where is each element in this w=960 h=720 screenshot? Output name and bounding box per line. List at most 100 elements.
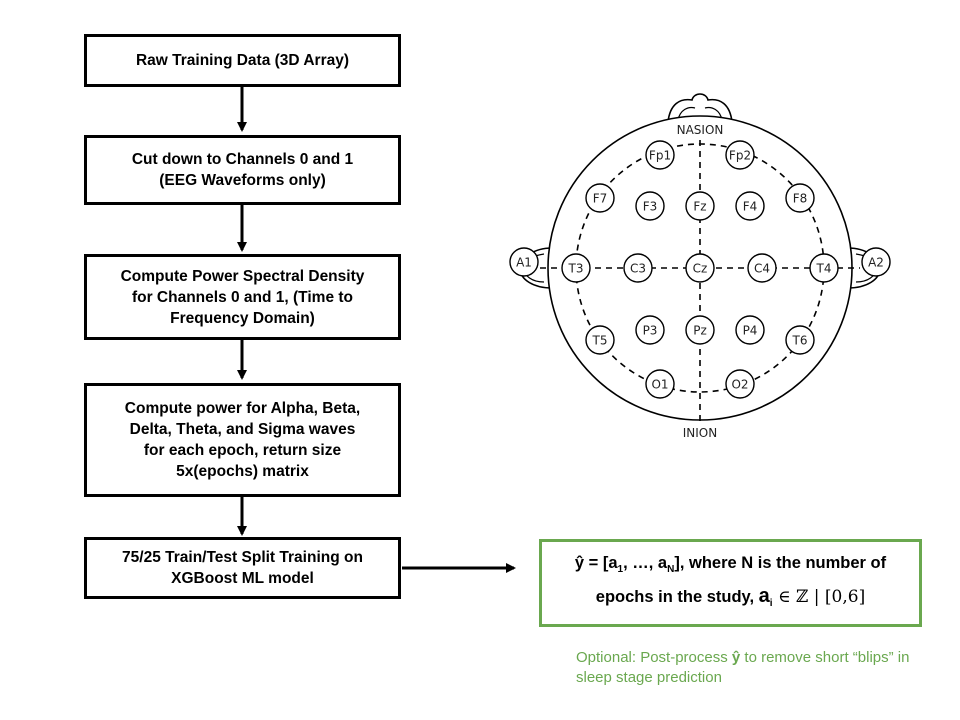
electrode-label: Fp2 xyxy=(729,149,751,163)
electrode-p3: P3 xyxy=(635,315,665,345)
electrode-label: T5 xyxy=(592,334,608,348)
electrode-circle xyxy=(645,140,675,170)
subscript-n: N xyxy=(667,563,675,575)
electrode-t3: T3 xyxy=(561,253,591,283)
electrode-circle xyxy=(635,315,665,345)
electrode-fp1: Fp1 xyxy=(645,140,675,170)
electrode-circle xyxy=(685,191,715,221)
step-2-line-1: Cut down to Channels 0 and 1 xyxy=(131,151,354,168)
electrode-circle xyxy=(685,315,715,345)
subscript-1: 1 xyxy=(617,563,624,575)
step-box-4: Compute power for Alpha, Beta, Delta, Th… xyxy=(84,383,401,497)
electrode-p4: P4 xyxy=(735,315,765,345)
electrode-label: F7 xyxy=(593,192,608,206)
electrode-label: Pz xyxy=(693,324,707,338)
output-prefix: ŷ = [a xyxy=(574,553,618,572)
output-ellipsis: , …, a xyxy=(623,553,668,572)
electrode-circle xyxy=(645,369,675,399)
electrode-circle xyxy=(809,253,839,283)
step-3-line-1: Compute Power Spectral Density xyxy=(120,267,365,285)
electrode-circle xyxy=(585,325,615,355)
electrode-o2: O2 xyxy=(725,369,755,399)
step-4-line-2: Delta, Theta, and Sigma waves xyxy=(129,421,356,438)
electrode-t6: T6 xyxy=(785,325,815,355)
note-prefix: Optional: Post-process xyxy=(576,649,732,666)
output-a-symbol: a xyxy=(758,584,770,607)
electrode-label: A2 xyxy=(868,256,884,270)
output-line-1-rest: ], where N is the number of xyxy=(674,553,887,572)
output-line-2: epochs in the study, ai ∈ ℤ | [0,6] xyxy=(596,583,865,617)
electrode-label: Cz xyxy=(693,262,708,276)
step-box-2: Cut down to Channels 0 and 1 (EEG Wavefo… xyxy=(84,135,401,205)
electrode-circle xyxy=(509,247,539,277)
electrode-circle xyxy=(585,183,615,213)
electrode-circle xyxy=(735,191,765,221)
subscript-i: i xyxy=(769,597,773,609)
nose-shape xyxy=(667,93,733,123)
electrode-label: F3 xyxy=(643,200,658,214)
electrode-t5: T5 xyxy=(585,325,615,355)
electrode-c3: C3 xyxy=(623,253,653,283)
electrode-f8: F8 xyxy=(785,183,815,213)
electrode-f7: F7 xyxy=(585,183,615,213)
electrode-c4: C4 xyxy=(747,253,777,283)
step-3-line-3: Frequency Domain) xyxy=(170,309,315,327)
electrode-circle xyxy=(861,247,891,277)
post-process-note: Optional: Post-process ŷ to remove short… xyxy=(576,648,916,688)
electrode-label: Fp1 xyxy=(649,149,671,163)
output-box: ŷ = [a1, …, aN], where N is the number o… xyxy=(539,539,922,627)
electrode-circle xyxy=(735,315,765,345)
electrode-a2: A2 xyxy=(861,247,891,277)
step-4-line-4: 5x(epochs) matrix xyxy=(176,463,309,480)
step-box-1: Raw Training Data (3D Array) xyxy=(84,34,401,87)
electrode-label: T3 xyxy=(568,262,584,276)
electrode-label: C3 xyxy=(630,262,646,276)
electrode-label: T6 xyxy=(792,334,808,348)
step-2-line-2: (EEG Waveforms only) xyxy=(159,172,326,189)
electrode-f4: F4 xyxy=(735,191,765,221)
electrode-fp2: Fp2 xyxy=(725,140,755,170)
electrode-label: T4 xyxy=(816,262,832,276)
output-set-membership: ∈ ℤ | [0,6] xyxy=(772,586,866,607)
electrode-fz: Fz xyxy=(685,191,715,221)
electrode-a1: A1 xyxy=(509,247,539,277)
electrode-label: F4 xyxy=(743,200,758,214)
step-4-line-3: for each epoch, return size xyxy=(143,442,342,459)
electrode-circle xyxy=(561,253,591,283)
electrode-circle xyxy=(725,369,755,399)
inion-label: INION xyxy=(683,426,717,440)
electrode-o1: O1 xyxy=(645,369,675,399)
note-suffix: to remove short “blips” in sleep stage p… xyxy=(576,649,910,686)
electrode-circle xyxy=(685,253,715,283)
step-3-line-2: for Channels 0 and 1, (Time to xyxy=(131,288,354,306)
electrode-label: C4 xyxy=(754,262,770,276)
step-5-line-1: 75/25 Train/Test Split Training on xyxy=(122,549,363,566)
electrode-label: A1 xyxy=(516,256,532,270)
electrode-label: O1 xyxy=(651,378,668,392)
electrode-circle xyxy=(635,191,665,221)
output-line-2-text: epochs in the study, xyxy=(595,587,759,606)
electrode-pz: Pz xyxy=(685,315,715,345)
electrode-label: P3 xyxy=(643,324,658,338)
electrode-t4: T4 xyxy=(809,253,839,283)
electrode-f3: F3 xyxy=(635,191,665,221)
note-yhat: ŷ xyxy=(731,649,741,666)
electrode-label: F8 xyxy=(793,192,808,206)
output-line-1: ŷ = [a1, …, aN], where N is the number o… xyxy=(575,550,886,583)
electrode-circle xyxy=(623,253,653,283)
step-box-3: Compute Power Spectral Density for Chann… xyxy=(84,254,401,340)
nasion-label: NASION xyxy=(677,123,724,137)
electrode-circle xyxy=(785,325,815,355)
step-4-line-1: Compute power for Alpha, Beta, xyxy=(124,400,361,417)
electrode-label: P4 xyxy=(743,324,758,338)
step-1-line-1: Raw Training Data (3D Array) xyxy=(135,52,350,69)
electrode-circle xyxy=(785,183,815,213)
step-5-line-2: XGBoost ML model xyxy=(171,570,314,587)
electrode-circle xyxy=(747,253,777,283)
electrode-circle xyxy=(725,140,755,170)
electrode-label: O2 xyxy=(731,378,748,392)
electrode-cz: Cz xyxy=(685,253,715,283)
